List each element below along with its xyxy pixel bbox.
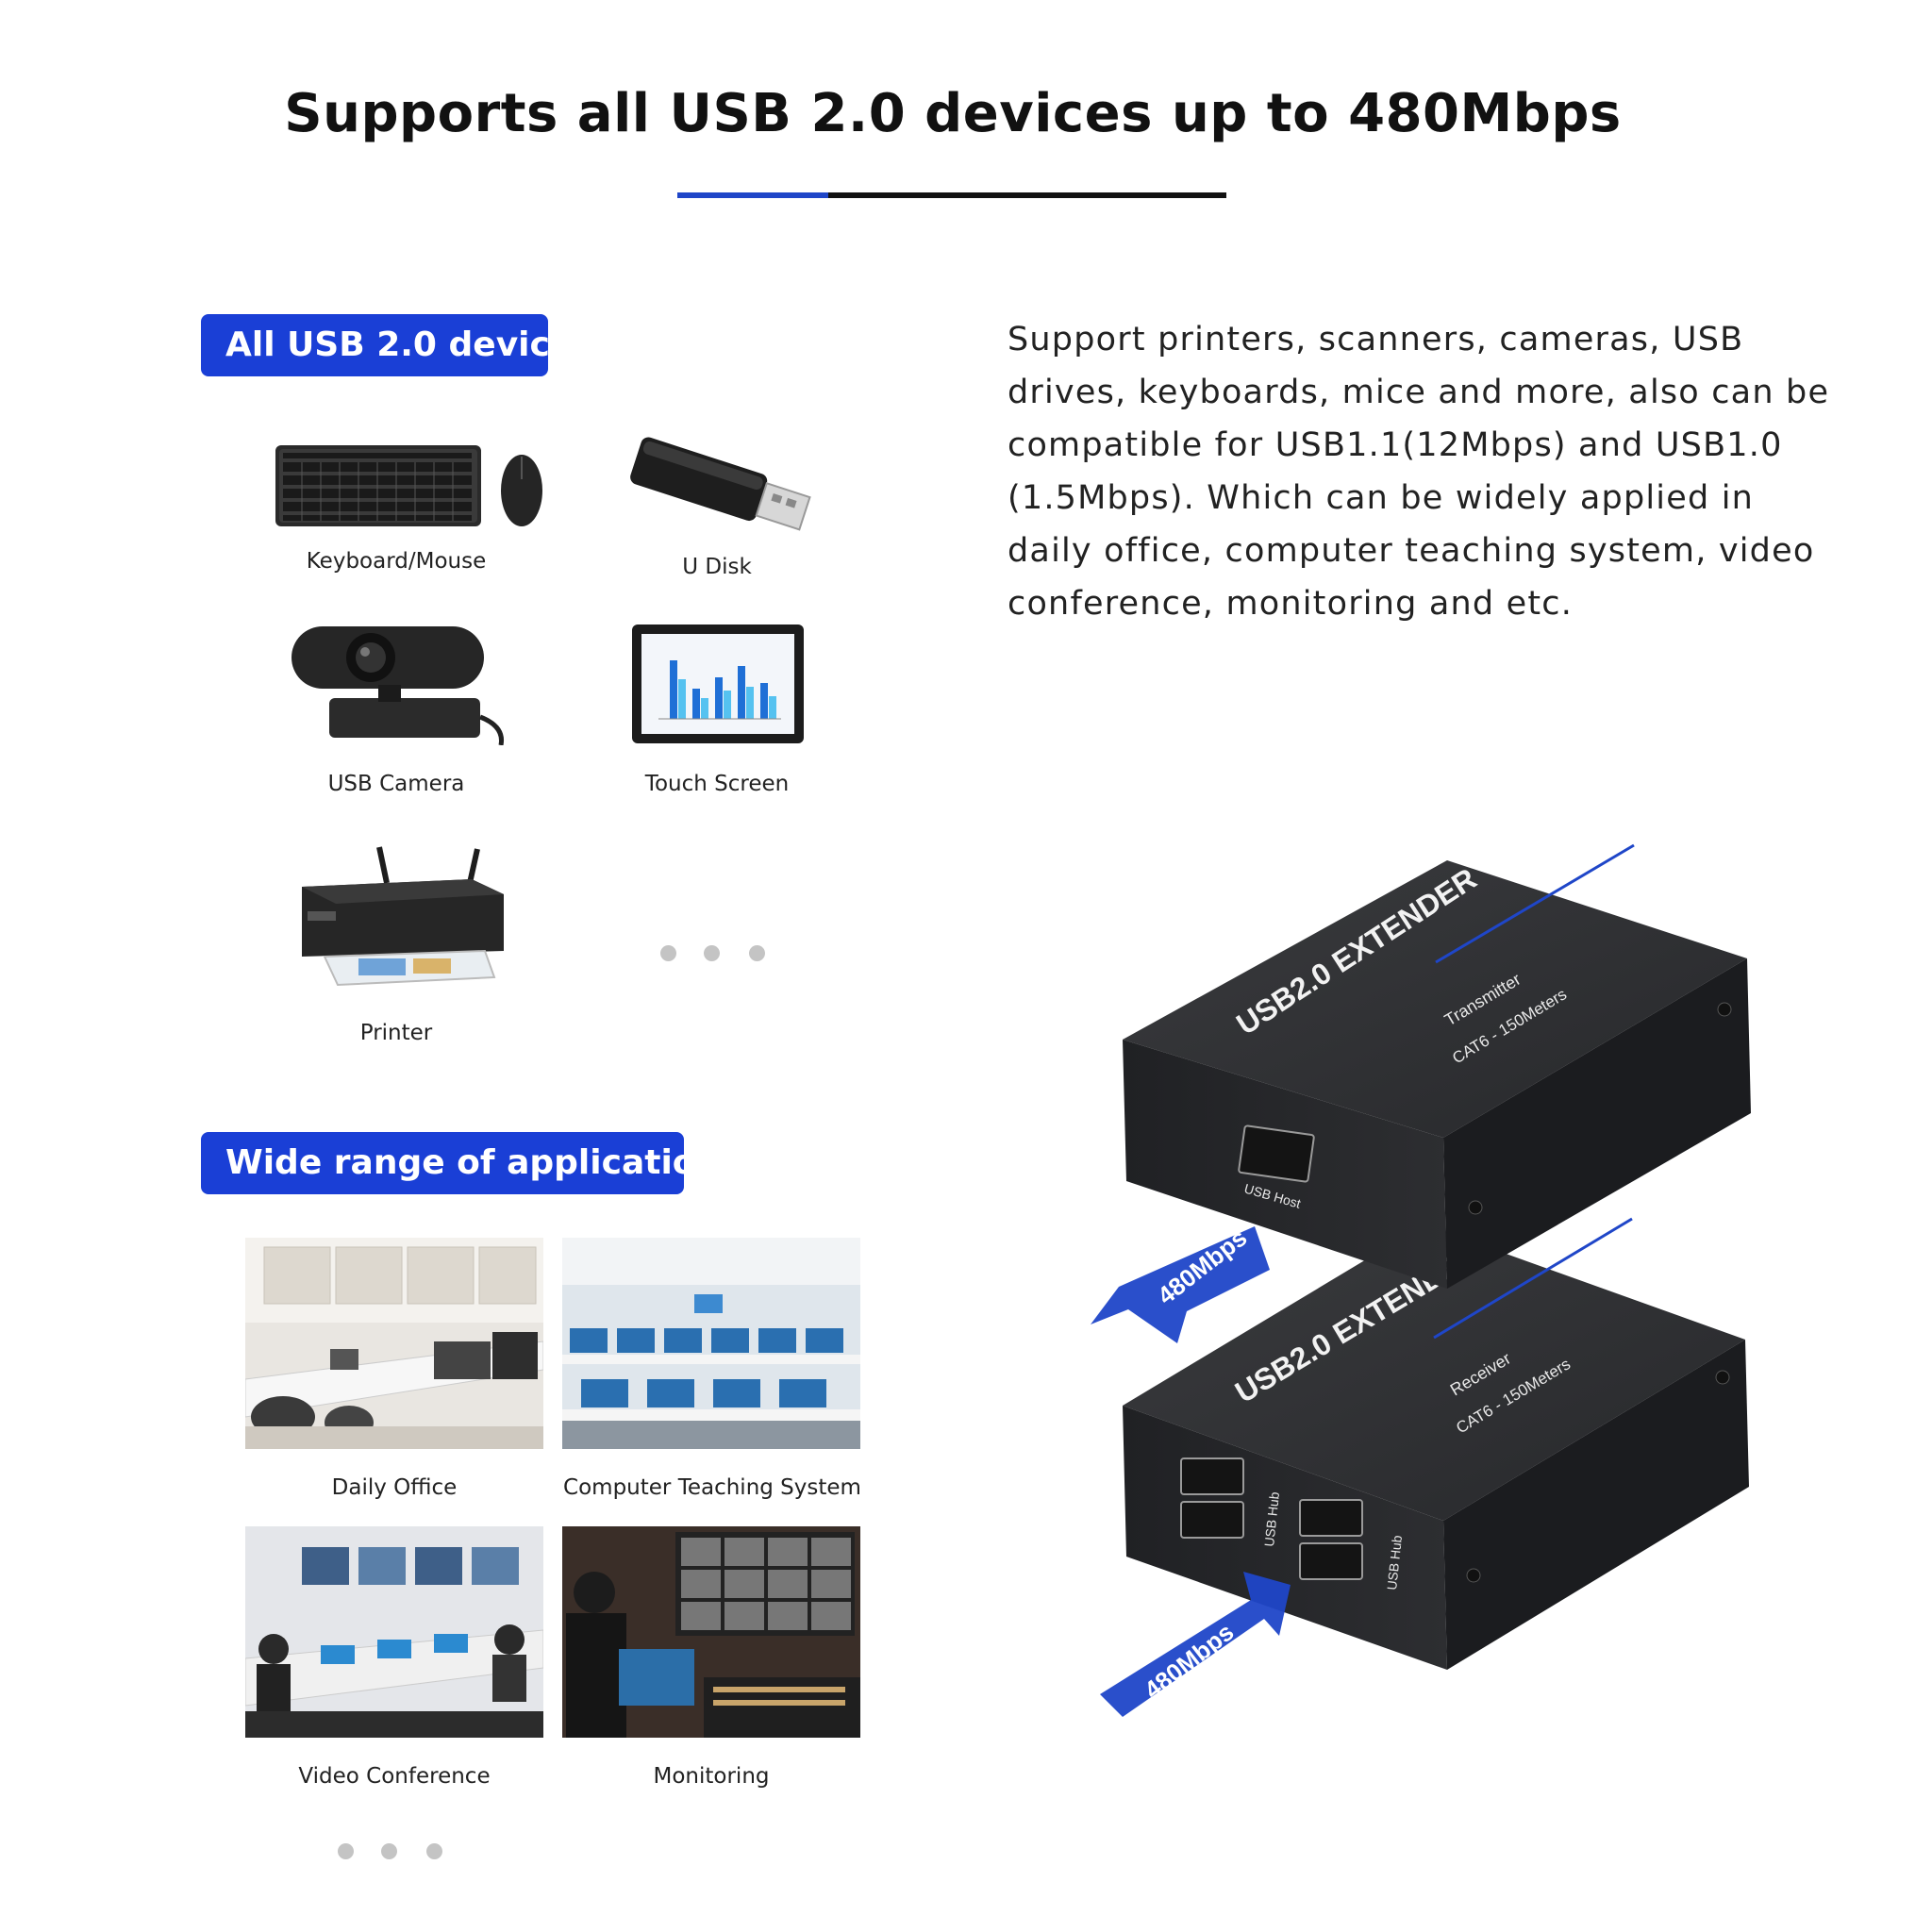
device-label-keyboard-mouse: Keyboard/Mouse [306, 549, 487, 574]
keyboard-mouse-image [274, 441, 557, 536]
page-title: Supports all USB 2.0 devices up to 480Mb… [284, 83, 1622, 144]
arrow-in-icon [1100, 1572, 1291, 1717]
app-label-video-conference: Video Conference [298, 1764, 491, 1789]
receiver-port-label-left: USB Hub [1261, 1491, 1282, 1547]
printer-image [283, 845, 509, 996]
more-dot [338, 1843, 354, 1859]
more-dot [426, 1843, 442, 1859]
section-heading-devices: All USB 2.0 devices [201, 314, 593, 376]
description-text: Support printers, scanners, cameras, USB… [1008, 321, 1830, 623]
app-label-daily-office: Daily Office [331, 1475, 458, 1500]
more-dot [749, 945, 765, 961]
usb-drive-image [623, 432, 821, 536]
device-label-touch-screen: Touch Screen [644, 772, 790, 796]
app-label-monitoring: Monitoring [653, 1764, 770, 1789]
more-dot [704, 945, 720, 961]
touch-screen-image [630, 623, 806, 745]
computer-teaching-photo [562, 1238, 860, 1449]
device-label-u-disk: U Disk [682, 555, 752, 579]
usb-extender-product-image: USB2.0 EXTENDER Receiver CAT6 - 150Meter… [1085, 811, 1764, 1717]
app-label-computer-teaching: Computer Teaching System [563, 1475, 861, 1500]
device-label-printer: Printer [359, 1021, 433, 1045]
more-dot [381, 1843, 397, 1859]
section-heading-applications: Wide range of applications [201, 1132, 741, 1194]
title-underline-accent [677, 192, 828, 198]
monitoring-photo [562, 1526, 860, 1738]
more-dot [660, 945, 676, 961]
title-underline [677, 192, 1226, 198]
video-conference-photo [245, 1526, 543, 1738]
receiver-port-label-right: USB Hub [1384, 1534, 1405, 1591]
transmitter-unit [1123, 843, 1751, 1289]
daily-office-photo [245, 1238, 543, 1449]
usb-camera-image [288, 623, 514, 745]
receiver-unit [1123, 1217, 1749, 1670]
device-label-usb-camera: USB Camera [327, 772, 465, 796]
arrow-out-icon [1091, 1226, 1270, 1343]
